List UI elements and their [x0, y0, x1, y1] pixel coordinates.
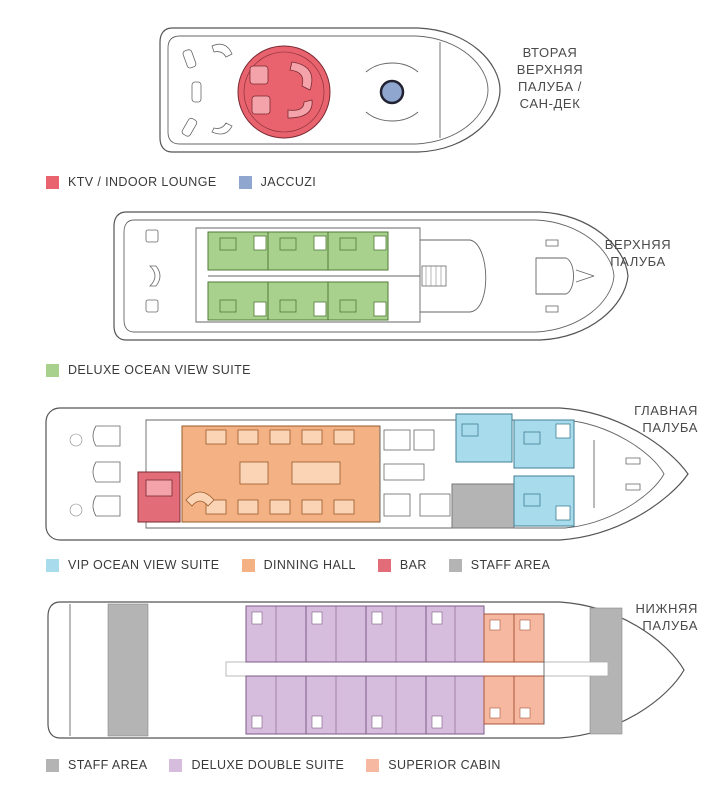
legend-label: SUPERIOR CABIN — [388, 758, 501, 772]
legend-label: STAFF AREA — [470, 558, 551, 572]
deck-title-line: НИЖНЯЯ — [635, 601, 698, 616]
deluxe-ocean-view-suites-top[interactable] — [207, 231, 389, 271]
deck-title-line: САН-ДЕК — [519, 96, 581, 111]
legend-label: VIP OCEAN VIEW SUITE — [68, 558, 220, 572]
legend-item: DINNING HALL — [241, 558, 356, 572]
legend-item: BAR — [377, 558, 427, 572]
legend-item: SUPERIOR CABIN — [366, 758, 501, 772]
deck-title-line: ВЕРХНЯЯ — [604, 237, 672, 252]
upper-deck-stairs — [421, 265, 447, 287]
ktv-indoor-lounge-area[interactable] — [237, 45, 331, 139]
deck-title-line: ВТОРАЯ — [522, 45, 578, 60]
deck-title-line: ПАЛУБА — [642, 618, 698, 633]
dining-tables — [185, 429, 355, 515]
legend-label: JACCUZI — [260, 175, 317, 189]
legend-label: STAFF AREA — [68, 758, 148, 772]
legend-item: DELUXE OCEAN VIEW SUITE — [46, 363, 251, 377]
staff-area-lower-aft[interactable] — [107, 603, 149, 737]
jacuzzi-area[interactable] — [379, 79, 405, 105]
legend-swatch — [46, 363, 59, 377]
deck-title-line: ГЛАВНАЯ — [634, 403, 698, 418]
main-deck-plan — [45, 407, 689, 541]
galley-area — [383, 429, 451, 517]
legend-swatch — [238, 175, 252, 189]
legend-swatch — [377, 558, 391, 572]
deck-title-line: ВЕРХНЯЯ — [516, 62, 584, 77]
lower-deck-legend: STAFF AREA DELUXE DOUBLE SUITE SUPERIOR … — [46, 758, 501, 772]
staff-area-main[interactable] — [451, 483, 515, 529]
legend-swatch — [366, 758, 380, 772]
deck-title-line: ПАЛУБА — [642, 420, 698, 435]
main-deck-title: ГЛАВНАЯ ПАЛУБА — [610, 402, 698, 436]
legend-label: DELUXE OCEAN VIEW SUITE — [68, 363, 251, 377]
legend-item: JACCUZI — [238, 175, 317, 189]
upper-deck-legend: DELUXE OCEAN VIEW SUITE — [46, 363, 251, 377]
deluxe-ocean-view-suites-bottom[interactable] — [207, 281, 389, 321]
legend-swatch — [46, 558, 59, 572]
bar-area-aft[interactable] — [137, 471, 181, 523]
deluxe-double-suites[interactable] — [245, 605, 485, 735]
legend-item: VIP OCEAN VIEW SUITE — [46, 558, 220, 572]
legend-swatch — [448, 558, 462, 572]
legend-label: DINNING HALL — [263, 558, 356, 572]
sun-deck-legend: KTV / INDOOR LOUNGE JACCUZI — [46, 175, 316, 189]
upper-deck-title: ВЕРХНЯЯ ПАЛУБА — [598, 236, 678, 270]
legend-item: KTV / INDOOR LOUNGE — [46, 175, 217, 189]
legend-item: STAFF AREA — [448, 558, 551, 572]
legend-item: STAFF AREA — [46, 758, 147, 772]
legend-swatch — [46, 175, 59, 189]
legend-label: DELUXE DOUBLE SUITE — [191, 758, 345, 772]
deck-title-line: ПАЛУБА / — [517, 79, 583, 94]
legend-label: KTV / INDOOR LOUNGE — [68, 175, 217, 189]
aft-deck-furniture — [69, 425, 121, 517]
legend-label: BAR — [399, 558, 427, 572]
vip-ocean-view-suites[interactable] — [455, 413, 575, 527]
legend-swatch — [241, 558, 255, 572]
superior-cabins[interactable] — [483, 613, 545, 725]
sun-deck-plan — [159, 27, 501, 153]
upper-deck-plan — [113, 211, 629, 341]
main-deck-legend: VIP OCEAN VIEW SUITE DINNING HALL BAR ST… — [46, 558, 550, 572]
lower-deck-plan — [47, 601, 685, 739]
sun-deck-title: ВТОРАЯ ВЕРХНЯЯ ПАЛУБА / САН-ДЕК — [505, 44, 595, 112]
legend-item: DELUXE DOUBLE SUITE — [169, 758, 344, 772]
legend-swatch — [46, 758, 59, 772]
deck-title-line: ПАЛУБА — [610, 254, 666, 269]
lower-deck-title: НИЖНЯЯ ПАЛУБА — [610, 600, 698, 634]
legend-swatch — [169, 758, 183, 772]
